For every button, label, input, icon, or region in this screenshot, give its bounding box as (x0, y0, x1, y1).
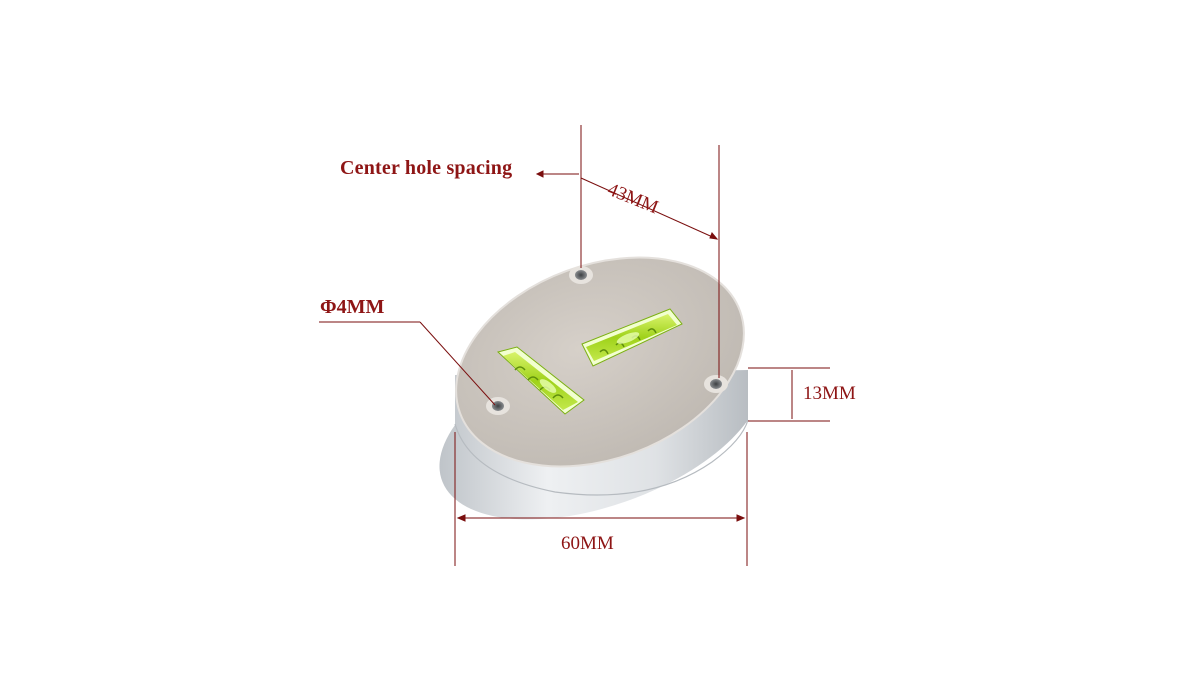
mounting-hole-top-icon (569, 266, 593, 284)
diameter-value-label: 60MM (561, 533, 614, 554)
center-hole-spacing-label: Center hole spacing (340, 157, 513, 179)
mounting-hole-right-icon (704, 375, 728, 393)
dimension-lines (319, 125, 830, 566)
hole-diameter-label: Φ4MM (320, 296, 385, 318)
bubble-vial-right (581, 308, 683, 367)
bubble-vial-left (496, 346, 585, 415)
height-value-label: 13MM (803, 383, 856, 404)
